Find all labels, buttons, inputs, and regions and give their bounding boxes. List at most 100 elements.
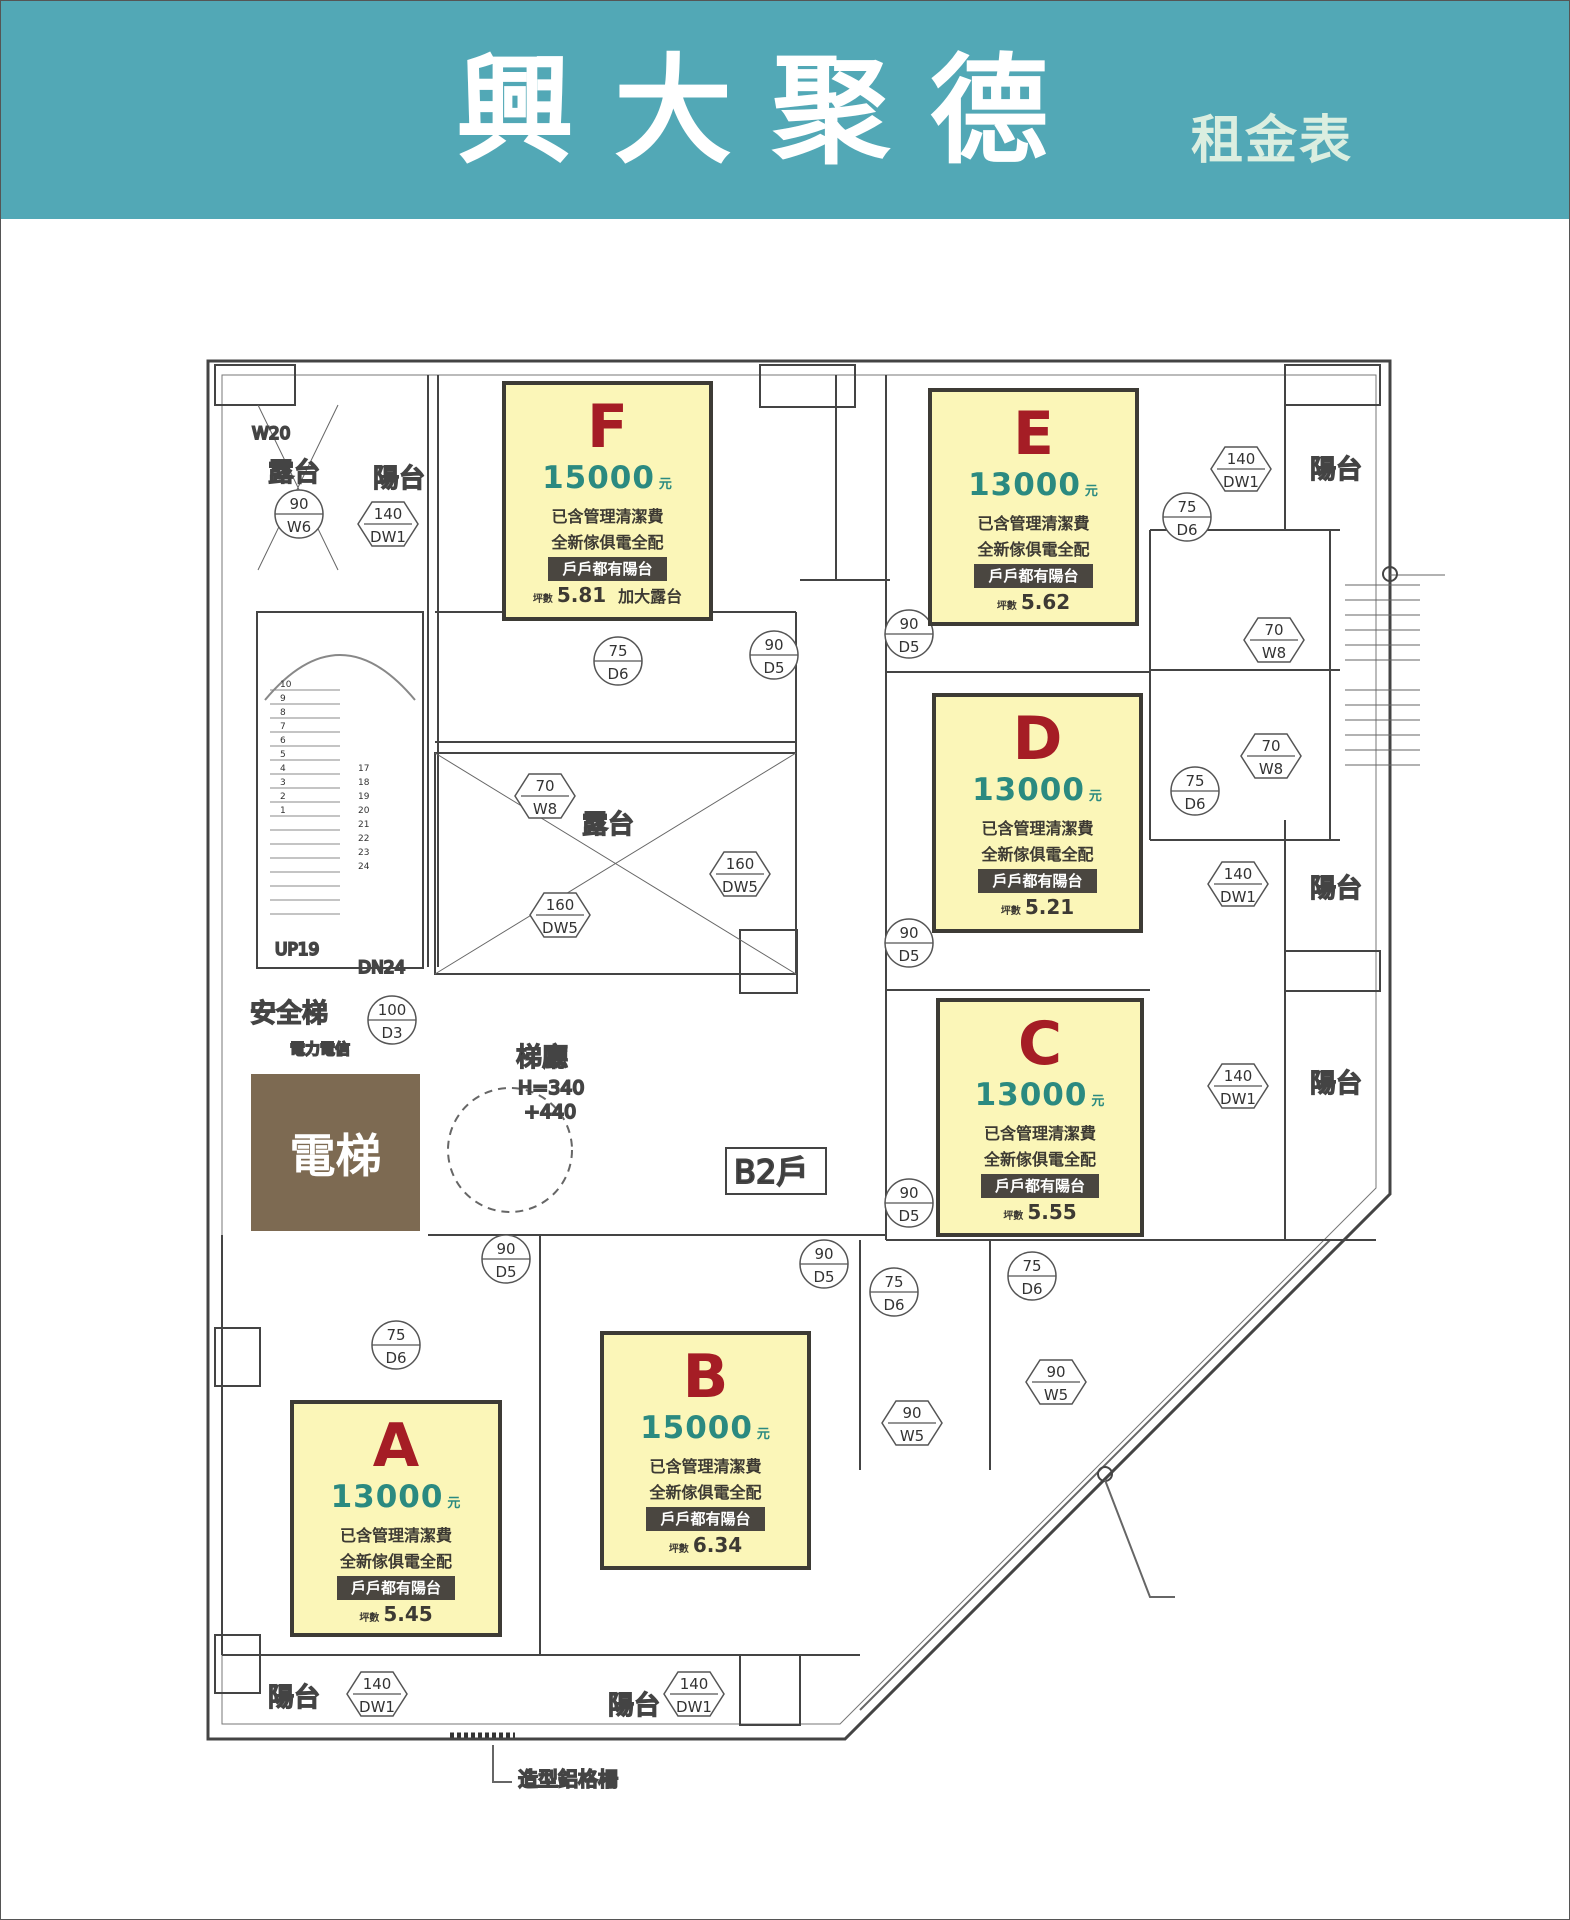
small-terrace-x [257, 404, 339, 571]
tag-top-text: 100 [378, 1001, 407, 1019]
tag-bottom-text: W5 [900, 1427, 924, 1445]
balcony-badge: 戶戶都有陽台 [978, 869, 1097, 893]
tag-top-text: 140 [1224, 1067, 1253, 1085]
tag-bottom-text: D5 [495, 1263, 516, 1281]
b2-unit-label: B2戶 [734, 1153, 808, 1191]
tag-top-text: 90 [764, 636, 783, 654]
stair-step-number: 8 [280, 708, 286, 718]
balcony-badge: 戶戶都有陽台 [336, 1576, 455, 1600]
unit-letter: F [587, 392, 628, 462]
tag-bottom-text: D3 [381, 1024, 402, 1042]
stair-step-number: 22 [358, 834, 369, 844]
includes-fee: 已含管理清潔費 [977, 514, 1090, 533]
tag-top-text: 75 [1177, 498, 1196, 516]
stair-step-number: 4 [280, 764, 286, 774]
tag-top-text: 90 [902, 1404, 921, 1422]
tag-bottom-text: DW1 [370, 528, 406, 546]
header-banner: 興大聚德 租金表 [1, 1, 1569, 219]
balcony-badge: 戶戶都有陽台 [974, 564, 1093, 588]
furnished: 全新傢俱電全配 [649, 1483, 762, 1502]
stair-step-number: 3 [280, 778, 286, 788]
stair-step-number: 19 [358, 792, 370, 802]
tag-top-text: 75 [1022, 1257, 1041, 1275]
stair-arch [264, 654, 416, 701]
stair-step-number: 7 [280, 722, 286, 732]
power-telecom-label: 電力電信 [290, 1040, 350, 1058]
stair-step-number: 2 [280, 792, 286, 802]
tag-top-text: 160 [726, 855, 755, 873]
tag-bottom-text: DW1 [359, 1698, 395, 1716]
leader-line [492, 1745, 512, 1783]
balcony-label: 陽台 [1310, 455, 1362, 485]
stair-step-number: 5 [280, 750, 286, 760]
stair-treads [270, 689, 340, 915]
tag-top-text: 140 [363, 1675, 392, 1693]
tag-bottom-text: D6 [607, 665, 628, 683]
column [214, 1634, 261, 1694]
unit-letter: A [372, 1411, 420, 1481]
tag-top-text: 140 [1224, 865, 1253, 883]
terrace-label: 露台 [582, 810, 634, 840]
stair-step-number: 24 [358, 862, 370, 872]
column [1284, 950, 1381, 992]
tag-top-text: 90 [814, 1245, 833, 1263]
tag-bottom-text: D5 [763, 659, 784, 677]
stair-step-number: 10 [280, 680, 292, 690]
b2-box [725, 1147, 827, 1195]
column [1284, 364, 1381, 406]
balcony-badge: 戶戶都有陽台 [646, 1507, 765, 1531]
tag-bottom-text: D6 [1184, 795, 1205, 813]
rent-table-subtitle: 租金表 [1191, 111, 1354, 171]
tag-bottom-text: W6 [287, 518, 311, 536]
building-title: 興大聚德 [456, 42, 1089, 180]
stair-step-number: 18 [358, 778, 370, 788]
w20-label: W20 [252, 424, 290, 444]
tag-top-text: 90 [496, 1240, 515, 1258]
stair-down-label: DN24 [358, 958, 405, 978]
tag-bottom-text: D5 [898, 947, 919, 965]
tag-bottom-text: DW1 [1220, 1090, 1256, 1108]
tag-bottom-text: D5 [813, 1268, 834, 1286]
furnished: 全新傢俱電全配 [551, 533, 664, 552]
balcony-badge: 戶戶都有陽台 [548, 557, 667, 581]
diagonal-wall [859, 1239, 1331, 1711]
tag-bottom-text: W8 [1262, 644, 1286, 662]
unit-letter: C [1017, 1009, 1063, 1079]
includes-fee: 已含管理清潔費 [649, 1457, 762, 1476]
tag-top-text: 75 [608, 642, 627, 660]
tag-bottom-text: DW5 [722, 878, 758, 896]
furnished: 全新傢俱電全配 [977, 540, 1090, 559]
terrace-x [434, 752, 797, 975]
includes-fee: 已含管理清潔費 [983, 1124, 1096, 1143]
